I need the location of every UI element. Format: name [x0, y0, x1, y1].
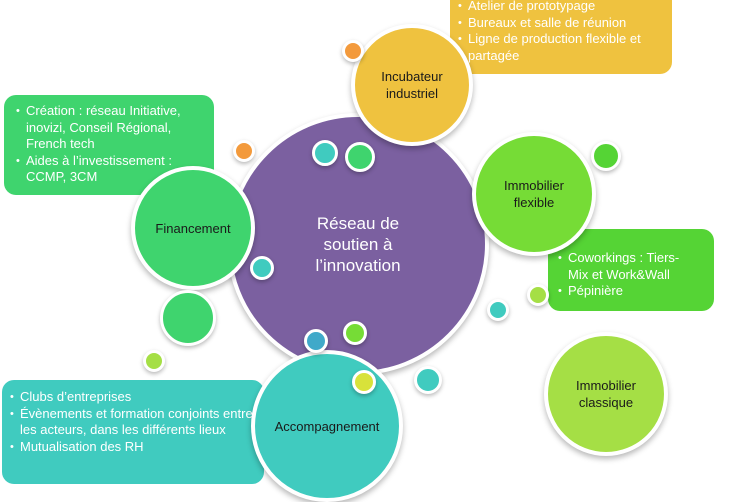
decorative-dot	[143, 350, 165, 372]
accompagnement-details-box: Clubs d’entreprises Évènements et format…	[2, 380, 264, 484]
list-item: Atelier de prototypage	[458, 0, 662, 15]
center-title: Réseau de soutien à l’innovation	[315, 213, 401, 275]
decorative-dot	[342, 40, 364, 62]
decorative-dot	[304, 329, 328, 353]
list-item: Bureaux et salle de réunion	[458, 15, 662, 32]
decorative-dot	[233, 140, 255, 162]
immobilier-flexible-label: Immobilier flexible	[504, 178, 564, 210]
immobilier-flexible-node: Immobilier flexible	[472, 132, 596, 256]
financement-label: Financement	[155, 220, 231, 236]
decorative-dot	[487, 299, 509, 321]
decorative-dot	[345, 142, 375, 172]
decorative-dot	[591, 141, 621, 171]
list-item: Coworkings : Tiers-Mix et Work&Wall	[558, 250, 704, 283]
decorative-dot	[352, 370, 376, 394]
list-item: Pépinière	[558, 283, 704, 300]
list-item: Aides à l’investissement : CCMP, 3CM	[16, 153, 206, 186]
list-item: Mutualisation des RH	[10, 439, 256, 456]
accompagnement-node: Accompagnement	[251, 350, 403, 502]
financement-details-box: Création : réseau Initiative, inovizi, C…	[4, 95, 214, 195]
decorative-dot	[343, 321, 367, 345]
decorative-dot	[250, 256, 274, 280]
decorative-dot	[527, 284, 549, 306]
accompagnement-label: Accompagnement	[274, 418, 380, 434]
incubateur-details-box: Atelier de prototypage Bureaux et salle …	[450, 0, 672, 74]
decorative-dot	[414, 366, 442, 394]
decorative-dot	[160, 290, 216, 346]
incubateur-node: Incubateur industriel	[351, 24, 473, 146]
list-item: Clubs d’entreprises	[10, 389, 256, 406]
immobilier-classique-node: Immobilier classique	[544, 332, 668, 456]
list-item: Évènements et formation conjoints entre …	[10, 406, 256, 439]
incubateur-label: Incubateur industriel	[381, 69, 443, 101]
list-item: Ligne de production flexible et partagée	[458, 31, 662, 64]
immobilier-flexible-details-box: Coworkings : Tiers-Mix et Work&Wall Pépi…	[548, 229, 714, 311]
financement-node: Financement	[131, 166, 255, 290]
list-item: Création : réseau Initiative, inovizi, C…	[16, 103, 206, 153]
decorative-dot	[312, 140, 338, 166]
immobilier-classique-label: Immobilier classique	[576, 378, 636, 410]
